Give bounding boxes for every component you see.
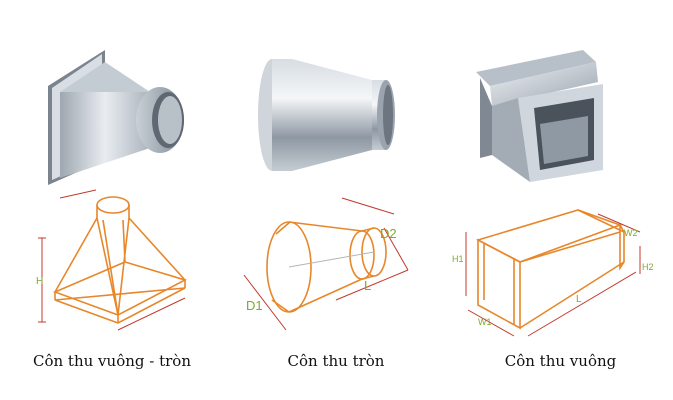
square-to-round-drawing: H (36, 189, 188, 331)
rectangular-reducer-photo (476, 50, 603, 182)
product-rectangular-reducer: H1 H2 W1 W2 L Côn thu vuông (448, 0, 673, 400)
dimension-label-h1: H1 (452, 254, 464, 264)
dimension-label-d2: D2 (380, 226, 397, 241)
square-to-round-photo (48, 50, 184, 185)
caption-square-to-round: Côn thu vuông - tròn (33, 352, 191, 370)
dimension-label-h: H (36, 276, 43, 287)
round-reducer-drawing: D1 D2 L (243, 197, 409, 331)
caption-rectangular-reducer: Côn thu vuông (504, 352, 617, 370)
dimension-label-w1: W1 (478, 317, 492, 327)
rectangular-reducer-drawing: H1 H2 W1 W2 L (452, 209, 654, 337)
dimension-label-l: L (364, 278, 371, 293)
caption-round-reducer: Côn thu tròn (287, 352, 385, 370)
product-square-to-round: H Côn thu vuông - tròn (0, 0, 224, 400)
product-round-reducer: D1 D2 L Côn thu tròn (224, 0, 448, 400)
dimension-label-w2: W2 (624, 228, 638, 238)
dimension-label-d1: D1 (246, 298, 263, 313)
dimension-label-l: L (576, 294, 582, 305)
round-reducer-photo (258, 59, 395, 171)
dimension-label-h2: H2 (642, 262, 654, 272)
